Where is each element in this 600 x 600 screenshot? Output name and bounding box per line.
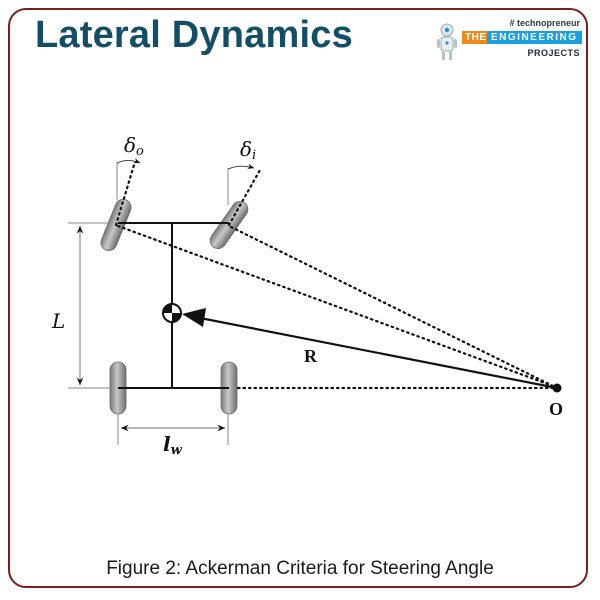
logo-word-the: THE: [462, 31, 490, 44]
figure-caption: Figure 2: Ackerman Criteria for Steering…: [106, 558, 494, 579]
radius-label: R: [304, 346, 318, 366]
turning-radius-arrowhead: [182, 308, 206, 327]
outer-wheel-heading-line: [114, 163, 136, 227]
slide-title: Lateral Dynamics: [35, 14, 353, 56]
logo-word-engineering: ENGINEERING: [487, 31, 582, 44]
outer-wheel-radius-line: [116, 224, 555, 388]
delta-inner-label: δi: [240, 137, 256, 163]
logo-word-projects: PROJECTS: [527, 48, 580, 58]
inner-wheel-radius-line: [229, 225, 555, 388]
center-of-gravity-icon: [162, 303, 182, 323]
inner-steer-angle-arc: [227, 163, 255, 170]
turning-radius-line: [199, 316, 558, 390]
robot-mascot-icon: [437, 23, 457, 60]
track-width-label: lw: [163, 432, 183, 458]
logo-tagline: # technopreneur: [509, 18, 580, 28]
inner-wheel-heading-line: [227, 168, 262, 227]
wheelbase-label: L: [51, 309, 65, 333]
outer-steer-angle-arc: [116, 157, 141, 164]
instant-center-point: [552, 383, 562, 393]
instant-center-label: O: [549, 399, 563, 419]
slide-frame: [8, 8, 588, 588]
delta-outer-label: δo: [124, 133, 144, 159]
brand-logo: # technopreneur THE ENGINEERING PROJECTS: [434, 18, 584, 64]
